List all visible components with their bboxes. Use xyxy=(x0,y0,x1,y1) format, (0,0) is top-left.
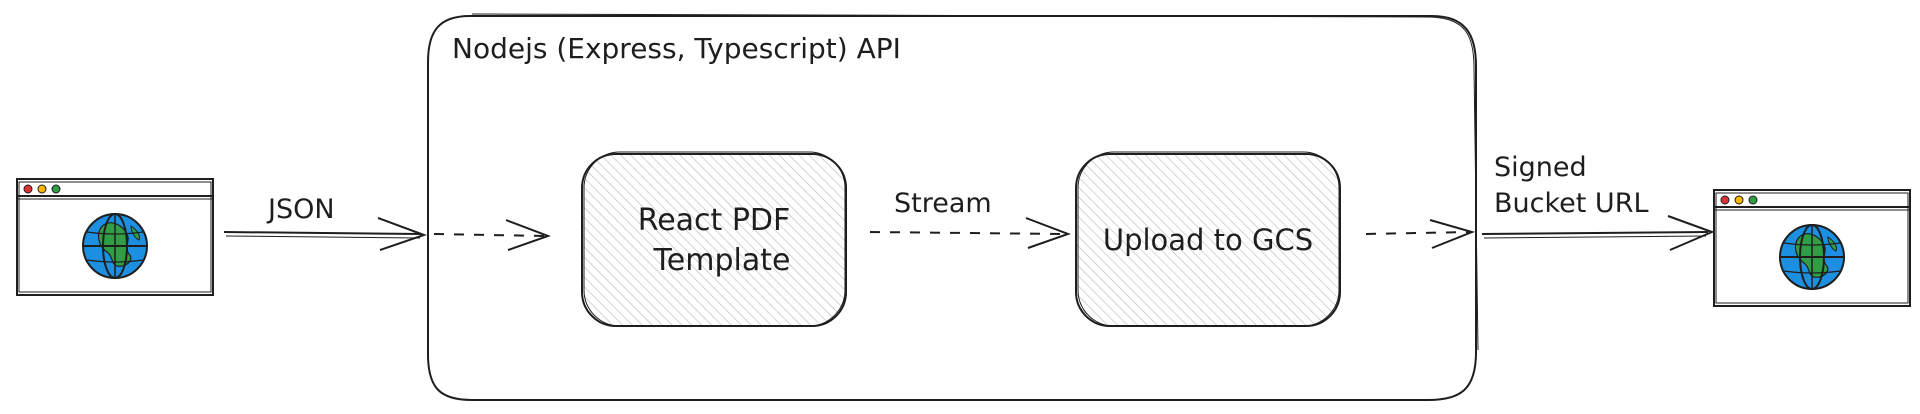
template-label-line2: Template xyxy=(653,243,791,278)
edge-signed-url-label-line1: Signed xyxy=(1494,152,1587,183)
browser-window-globe-icon xyxy=(16,178,214,296)
edge-signed-url-label-line2: Bucket URL xyxy=(1494,188,1649,219)
api-container: Nodejs (Express, Typescript) API xyxy=(427,13,1479,401)
edge-api-to-template xyxy=(433,219,551,251)
edge-upload-to-exit xyxy=(1365,219,1476,249)
edge-signed-url: Signed Bucket URL xyxy=(1481,152,1715,251)
browser-window-globe-icon xyxy=(1713,189,1911,307)
edge-json: JSON xyxy=(223,194,427,251)
client-browser-right xyxy=(1713,189,1911,307)
node-react-pdf-template: React PDF Template xyxy=(581,151,847,327)
api-container-title: Nodejs (Express, Typescript) API xyxy=(452,32,901,65)
edge-stream: Stream xyxy=(869,188,1071,249)
client-browser-left xyxy=(16,178,214,296)
template-label-line1: React PDF xyxy=(638,203,791,238)
node-upload-to-gcs: Upload to GCS xyxy=(1075,151,1341,327)
edge-stream-label: Stream xyxy=(894,188,992,219)
upload-label: Upload to GCS xyxy=(1103,223,1313,257)
edge-json-label: JSON xyxy=(266,194,335,225)
